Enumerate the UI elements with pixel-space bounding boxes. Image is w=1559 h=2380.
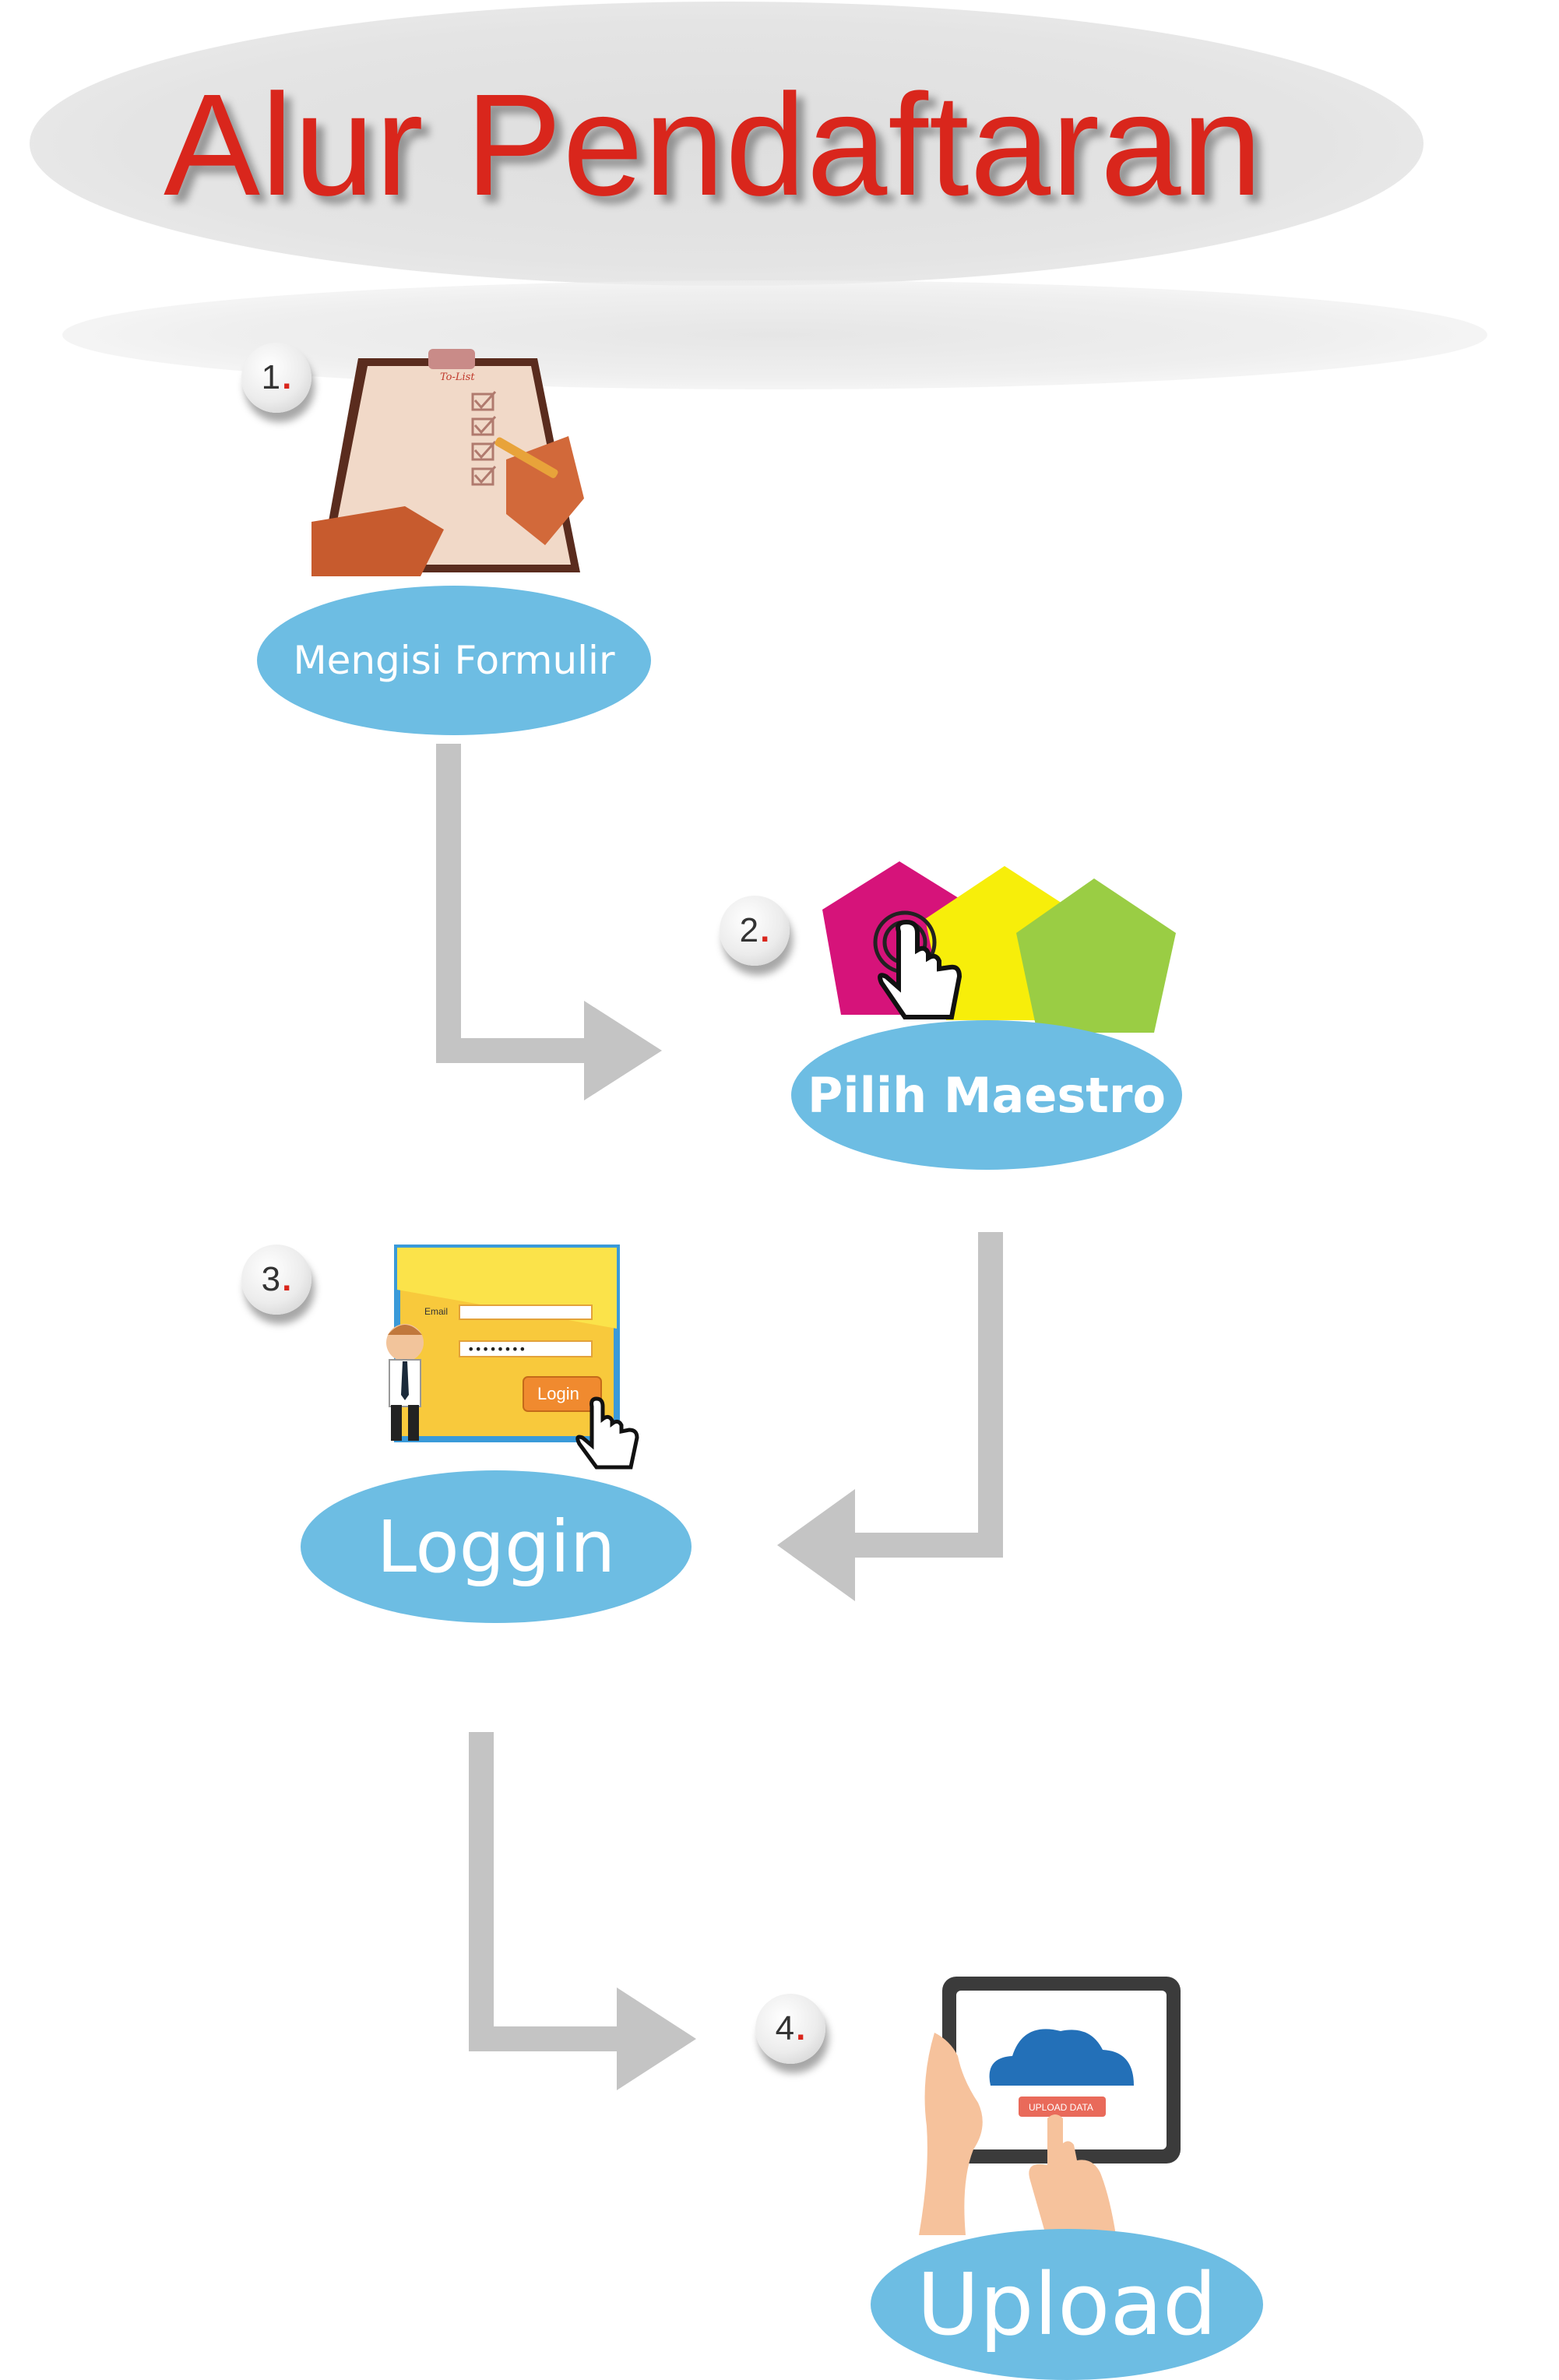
checklist-title: To-List: [440, 371, 475, 383]
step-3-badge: 3.: [241, 1245, 311, 1315]
step-4-label: Upload: [871, 2229, 1263, 2380]
badge-dot: .: [760, 911, 770, 949]
badge-dot: .: [282, 358, 292, 396]
badge-dot: .: [282, 1260, 292, 1298]
login-email-label: Email: [424, 1306, 448, 1317]
arrow-step2-to-step3: [777, 1232, 1003, 1601]
upload-data-button-label: UPLOAD DATA: [1029, 2102, 1093, 2113]
page-title: Alur Pendaftaran: [164, 65, 1263, 226]
title-backdrop: [30, 2, 1424, 286]
login-password-mask: ••••••••: [467, 1342, 526, 1357]
checklist-clipboard-icon: To-List: [311, 349, 584, 576]
step-1-badge: 1.: [241, 343, 311, 413]
pentagon-touch-icon: [822, 861, 1176, 1033]
step-1-number: 1: [261, 358, 281, 396]
step-4-number: 4: [775, 2009, 795, 2047]
step-3-number: 3: [261, 1260, 281, 1298]
step-2-number: 2: [739, 911, 759, 949]
step-2-label: Pilih Maestro: [791, 1020, 1182, 1170]
arrow-step1-to-step2: [436, 744, 662, 1100]
arrow-step3-to-step4: [469, 1732, 696, 2090]
login-form-icon: Email •••••••• Login: [386, 1245, 639, 1470]
tablet-upload-icon: UPLOAD DATA: [919, 1977, 1181, 2235]
badge-dot: .: [796, 2009, 806, 2047]
step-4-badge: 4.: [755, 1994, 825, 2064]
step-3-label: Loggin: [301, 1470, 692, 1623]
step-1-label: Mengisi Formulir: [257, 586, 651, 735]
step-2-badge: 2.: [720, 896, 790, 966]
login-button-label: Login: [537, 1384, 579, 1403]
